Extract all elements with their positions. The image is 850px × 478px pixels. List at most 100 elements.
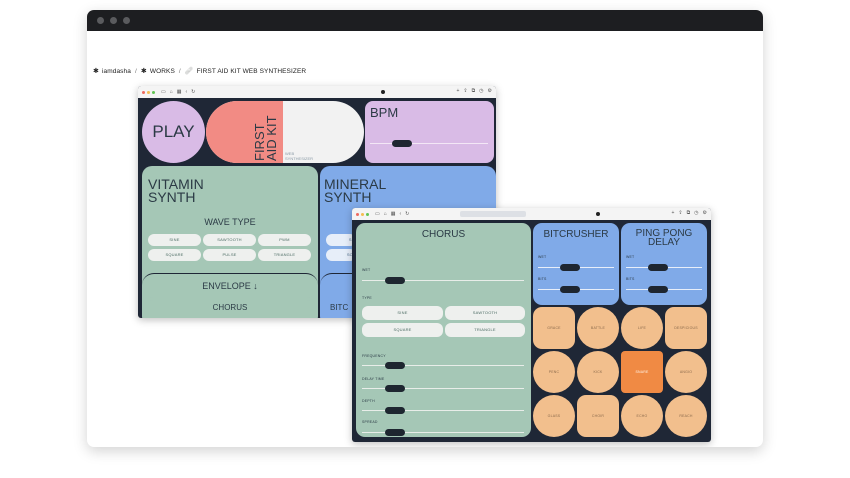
frequency-track[interactable] — [362, 365, 524, 366]
chorus-type-sine[interactable]: SINE — [362, 306, 443, 320]
address-bar[interactable] — [460, 211, 526, 217]
pad-label: PENC — [548, 370, 560, 374]
screenshot-toolbar: ▭ ⌂ ▦ ‹ ↻ + ⇪ ⧉ ◷ ⚙ — [138, 86, 496, 98]
chorus-type-sawtooth[interactable]: SAWTOOTH — [445, 306, 525, 320]
pingpong-bits-label: BITS — [626, 277, 635, 281]
mineral-pill-2[interactable]: SO — [326, 249, 356, 261]
chorus-wet-knob[interactable] — [385, 277, 405, 284]
pad-choir[interactable]: CHOIR — [577, 395, 619, 437]
breadcrumb-project[interactable]: FIRST AID KIT WEB SYNTHESIZER — [196, 67, 307, 75]
depth-track[interactable] — [362, 410, 524, 411]
play-label: PLAY — [152, 122, 195, 141]
minimize-window-dot[interactable] — [110, 17, 117, 24]
pad-life[interactable]: LIFE — [621, 307, 663, 349]
zoom-dot — [366, 212, 369, 216]
logo-subtitle: WEB SYNTHESIZER — [285, 151, 314, 161]
wave-pwm-button[interactable]: PWM — [258, 234, 311, 246]
depth-knob[interactable] — [385, 407, 405, 414]
history-icon: ◷ — [694, 210, 699, 216]
minimize-dot — [361, 212, 364, 216]
frequency-knob[interactable] — [385, 362, 405, 369]
pad-glass[interactable]: GLASS — [533, 395, 575, 437]
pad-label: ANGIO — [679, 370, 693, 374]
delay-time-track[interactable] — [362, 388, 524, 389]
pingpong-bits-knob[interactable] — [648, 286, 668, 293]
synth-screenshot-effects: ▭ ⌂ ▦ ‹ ↻ + ⇪ ⧉ ◷ ⚙ CHORUS WET TYPE SINE — [352, 208, 711, 442]
settings-icon: ⚙ — [702, 210, 707, 216]
zoom-window-dot[interactable] — [123, 17, 130, 24]
breadcrumb-author[interactable]: iamdasha — [101, 67, 131, 75]
back-icon: ‹ — [185, 89, 188, 95]
chorus-type-triangle[interactable]: TRIANGLE — [445, 323, 525, 337]
browser-titlebar — [87, 10, 763, 31]
frequency-label: FREQUENCY — [362, 354, 386, 358]
breadcrumb: ✱ iamdasha / ✱ WORKS / 🩹 FIRST AID KIT W… — [93, 67, 307, 76]
bitcrusher-partial-label: BITC — [330, 303, 349, 312]
chorus-title: CHORUS — [421, 229, 466, 240]
pad-grace[interactable]: GRACE — [533, 307, 575, 349]
pad-label: BATTLE — [590, 326, 606, 330]
delay-time-label: DELAY TIME — [362, 377, 385, 381]
bitcrusher-wet-knob[interactable] — [560, 264, 580, 271]
synth-screenshot-main: ▭ ⌂ ▦ ‹ ↻ + ⇪ ⧉ ◷ ⚙ PLAY FIRST AID KIT W… — [138, 86, 496, 318]
mineral-synth-title: MINERAL SYNTH — [324, 176, 386, 205]
sidebar-icon: ▭ — [375, 211, 380, 217]
pad-reach[interactable]: REACH — [665, 395, 707, 437]
pad-battle[interactable]: BATTLE — [577, 307, 619, 349]
bitcrusher-bits-label: BITS — [538, 277, 547, 281]
play-button[interactable]: PLAY — [142, 101, 205, 163]
wave-square-button[interactable]: SQUARE — [148, 249, 201, 261]
spread-knob[interactable] — [385, 429, 405, 436]
chorus-block-partial[interactable]: CHORUS — [142, 300, 318, 318]
chorus-wet-track[interactable] — [362, 280, 524, 281]
chorus-type-square[interactable]: SQUARE — [362, 323, 443, 337]
bpm-block: BPM — [365, 101, 494, 163]
bitcrusher-title: BITCRUSHER — [543, 229, 609, 240]
bpm-slider-knob[interactable] — [392, 140, 412, 147]
history-icon: ◷ — [479, 88, 484, 94]
wave-triangle-button[interactable]: TRIANGLE — [258, 249, 311, 261]
bitcrusher-panel: BITCRUSHER WET BITS — [533, 223, 619, 305]
wave-type-label: WAVE TYPE — [204, 217, 256, 227]
close-dot — [142, 90, 145, 94]
pingpong-wet-knob[interactable] — [648, 264, 668, 271]
tabs-icon: ⧉ — [471, 88, 476, 94]
add-tab-icon: + — [456, 88, 460, 94]
delay-time-knob[interactable] — [385, 385, 405, 392]
share-icon: ⇪ — [678, 210, 683, 216]
browser-window: ✱ iamdasha / ✱ WORKS / 🩹 FIRST AID KIT W… — [87, 10, 763, 447]
pad-label: GLASS — [547, 414, 561, 418]
pad-kick[interactable]: KICK — [577, 351, 619, 393]
pad-penc[interactable]: PENC — [533, 351, 575, 393]
wave-sawtooth-button[interactable]: SAWTOOTH — [203, 234, 256, 246]
bitcrusher-wet-label: WET — [538, 255, 547, 259]
pad-label: DESPICIOUS — [674, 326, 698, 330]
envelope-block[interactable]: ENVELOPE ↓ — [142, 273, 318, 298]
pad-echo[interactable]: ECHO — [621, 395, 663, 437]
bitcrusher-bits-knob[interactable] — [560, 286, 580, 293]
reload-icon: ↻ — [405, 211, 410, 217]
breadcrumb-separator: / — [134, 67, 137, 75]
pad-label: LIFE — [637, 326, 647, 330]
sidebar-icon: ▭ — [161, 89, 166, 95]
pad-label: CHOIR — [591, 414, 605, 418]
close-window-dot[interactable] — [97, 17, 104, 24]
wave-pulse-button[interactable]: PULSE — [203, 249, 256, 261]
pad-angio[interactable]: ANGIO — [665, 351, 707, 393]
asterisk-icon: ✱ — [93, 68, 99, 75]
wave-sine-button[interactable]: SINE — [148, 234, 201, 246]
grid-icon: ▦ — [390, 211, 396, 217]
bpm-slider-track[interactable] — [370, 143, 488, 144]
pad-despicious[interactable]: DESPICIOUS — [665, 307, 707, 349]
spread-track[interactable] — [362, 432, 524, 433]
pad-label: GRACE — [547, 326, 561, 330]
bandage-icon: 🩹 — [184, 68, 194, 75]
breadcrumb-works[interactable]: WORKS — [149, 67, 175, 75]
pad-snare-active[interactable]: SNARE — [621, 351, 663, 393]
grid-icon: ▦ — [176, 89, 182, 95]
mineral-pill-1[interactable]: SI — [326, 234, 356, 246]
chorus-label: CHORUS — [212, 303, 248, 312]
add-tab-icon: + — [671, 210, 675, 216]
logo-block: FIRST AID KIT WEB SYNTHESIZER — [206, 101, 364, 163]
zoom-dot — [152, 90, 155, 94]
